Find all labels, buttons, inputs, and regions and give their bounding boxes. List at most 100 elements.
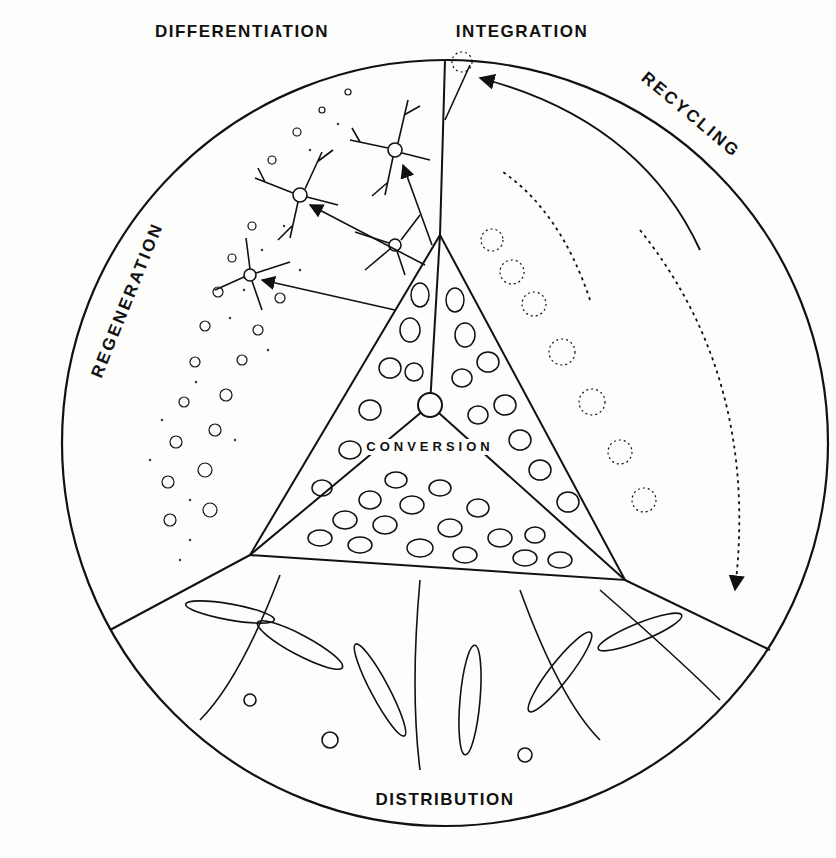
cell-cluster-part	[348, 537, 372, 553]
regeneration-dots-part	[268, 156, 276, 164]
differentiation-arrows	[262, 65, 470, 310]
distribution-vessels-part	[521, 626, 598, 717]
stipple-part	[189, 499, 191, 501]
stipple-part	[309, 149, 311, 151]
stipple-part	[261, 249, 263, 251]
fading-cells-part	[500, 260, 524, 284]
differentiation-arrows-part	[262, 280, 395, 310]
phase-label: REGENERATION	[88, 220, 167, 381]
cell-cluster-part	[488, 529, 512, 547]
sector-lines-part	[250, 235, 625, 580]
regeneration-dots-part	[164, 514, 176, 526]
regeneration-dots-part	[179, 397, 189, 407]
fading-cells-part	[579, 389, 605, 415]
cell-cluster-part	[525, 527, 545, 543]
fading-cells-part	[481, 229, 503, 251]
cell-cluster-part	[429, 480, 451, 496]
regeneration-dots-part	[319, 107, 325, 113]
regeneration-dots-part	[237, 355, 247, 365]
cell-cluster-part	[400, 318, 420, 342]
stellate-cells	[215, 100, 430, 310]
distribution-vessels-part	[348, 640, 413, 740]
regeneration-dots-part	[220, 389, 232, 401]
regeneration-dots-part	[213, 287, 223, 297]
cell-cluster-part	[339, 441, 361, 459]
cell-cluster-part	[467, 499, 489, 517]
stipple-part	[267, 349, 269, 351]
stipple	[149, 123, 339, 561]
distribution-vessels-part	[184, 596, 275, 627]
cell-cluster-part	[446, 288, 464, 312]
phase-label: DIFFERENTIATION	[155, 23, 329, 42]
cell-cluster	[308, 283, 579, 568]
cell-cluster-part	[411, 283, 429, 307]
cell-cluster-part	[494, 395, 516, 415]
cell-cluster-part	[468, 406, 488, 424]
sector-lines-part	[440, 60, 445, 235]
fading-cells-part	[608, 440, 632, 464]
phase-label: CONVERSION	[362, 439, 497, 455]
stipple-part	[189, 539, 191, 541]
regeneration-dots-part	[198, 463, 212, 477]
distribution-vessels	[184, 575, 720, 770]
distribution-vessels-part	[200, 575, 720, 770]
stellate-cells-part	[388, 143, 402, 157]
regeneration-dots-part	[345, 89, 351, 95]
cell-cluster-part	[400, 496, 424, 514]
stipple-part	[299, 269, 301, 271]
cell-cluster-part	[509, 430, 531, 450]
cell-cluster-part	[359, 491, 381, 509]
stipple-part	[229, 317, 231, 319]
regeneration-dots-part	[248, 222, 256, 230]
cell-cluster-part	[385, 472, 407, 488]
differentiation-arrows-part	[403, 165, 432, 245]
cell-cluster-part	[557, 492, 579, 512]
cell-cluster-part	[513, 550, 537, 566]
cell-cluster-part	[477, 352, 499, 372]
stellate-cells-part	[215, 238, 290, 310]
regeneration-dots-part	[293, 128, 301, 136]
cell-cluster-part	[405, 363, 423, 381]
distribution-vessels-part	[455, 644, 485, 755]
cell-cluster-part	[359, 400, 381, 420]
distribution-vessels-part	[322, 732, 338, 748]
sector-lines-part	[250, 405, 430, 555]
sector-lines-part	[430, 235, 440, 405]
cell-cluster-part	[452, 369, 472, 387]
sector-lines	[110, 60, 770, 650]
sector-lines-part	[430, 405, 625, 580]
cell-cluster-part	[333, 511, 357, 529]
cell-cluster-part	[453, 547, 477, 563]
regeneration-dots-part	[170, 436, 182, 448]
cell-cluster-part	[438, 519, 462, 537]
regeneration-dots-part	[203, 503, 217, 517]
distribution-vessels-part	[244, 694, 256, 706]
stellate-cells-part	[244, 269, 256, 281]
cell-cluster-part	[308, 530, 332, 546]
stipple-part	[149, 459, 151, 461]
recycling-arrows	[480, 78, 739, 590]
regeneration-dots-part	[228, 254, 236, 262]
stipple-part	[179, 559, 181, 561]
sector-lines-part	[110, 555, 250, 630]
outer-circle-part	[62, 60, 828, 826]
cell-cluster-part	[407, 539, 433, 557]
stellate-cells-part	[293, 188, 307, 202]
regeneration-dots-part	[209, 424, 221, 436]
regeneration-dots-part	[200, 321, 210, 331]
cell-cluster-part	[455, 323, 475, 347]
outer-circle	[62, 60, 828, 826]
fading-cells-part	[549, 339, 575, 365]
cell-cluster-part	[548, 552, 572, 568]
sector-lines-part	[418, 393, 442, 417]
regeneration-dots	[162, 89, 351, 526]
differentiation-arrows-part	[445, 65, 470, 120]
stipple-part	[234, 439, 236, 441]
regeneration-dots-part	[162, 476, 174, 488]
differentiation-arrows-part	[310, 205, 425, 265]
cell-cluster-part	[312, 480, 332, 496]
stellate-cells-part	[255, 150, 338, 240]
stellate-cells-part	[350, 100, 430, 196]
phase-label: INTEGRATION	[456, 23, 588, 42]
cell-cluster-part	[529, 460, 551, 480]
